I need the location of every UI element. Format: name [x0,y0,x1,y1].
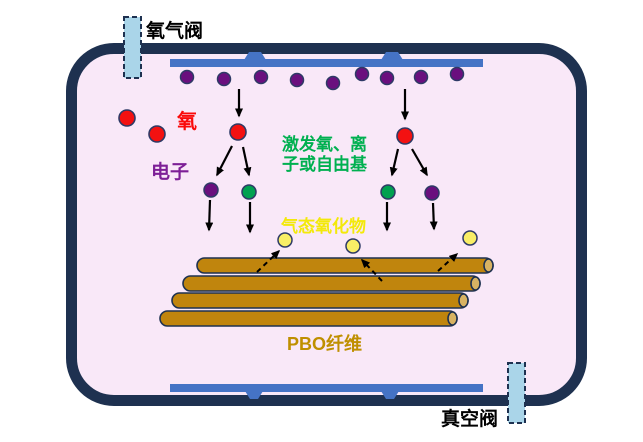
electron-dot [325,75,341,91]
oxygen-dot [118,109,136,127]
top-electrode [170,52,483,67]
top-electrode-support [381,52,403,60]
arrow-oxide-release [360,258,383,282]
oxygen-molecule-dots [118,109,414,145]
arrow-species-to-fiber [429,202,438,231]
bottom-electrode-bar [170,384,483,392]
oxygen-label: 氧 [177,111,197,133]
radical-dot [241,184,257,200]
process-arrows [205,89,438,234]
arrow-species-to-fiber [205,199,214,232]
electron-dot [253,69,269,85]
fiber-rod [159,310,458,327]
oxide-dot [345,238,361,254]
ion-dot [203,182,219,198]
electron-dot [216,71,232,87]
electron-dot [179,69,195,85]
arrow-oxygen-split [241,146,252,177]
fiber-rod [196,257,494,274]
electron-dot [354,66,370,82]
pbo-fiber-rods [159,257,494,327]
oxygen-dot [396,127,414,145]
oxygen-dot [148,125,166,143]
arrow-oxygen-split [216,145,233,177]
vacuum-valve [507,362,526,424]
excited-species-label-line1: 激发氧、离 [282,135,367,154]
oxide-emission-arrows [256,249,459,282]
ion-dot [424,185,440,201]
electron-dot [289,72,305,88]
gaseous-oxide-dots [277,230,478,254]
electron-dot [379,70,395,86]
excited-species-label: 激发氧、离 子或自由基 [282,135,367,175]
oxygen-dot [229,123,247,141]
oxygen-valve-label: 氧气阀 [146,21,204,42]
arrow-oxide-release [437,252,459,272]
vacuum-chamber [66,43,587,406]
top-electrode-bar [170,59,483,67]
oxide-dot [462,230,478,246]
top-electrode-support [244,52,266,60]
bottom-electrode-support [245,391,263,399]
pbo-fiber-label: PBO纤维 [287,334,363,354]
vacuum-valve-label: 真空阀 [441,409,499,430]
gaseous-oxide-label: 气态氧化物 [281,217,366,236]
radical-dot [380,184,396,200]
electron-label: 电子 [151,162,190,183]
excited-species-dots [203,182,440,201]
fiber-rod [171,292,469,309]
fiber-rod [182,275,481,292]
bottom-electrode [170,384,483,399]
arrow-oxygen-split [411,148,428,177]
bottom-electrode-support [381,391,399,399]
oxide-dot [277,232,293,248]
oxygen-valve [123,16,142,79]
electron-dot [413,69,429,85]
excited-species-label-line2: 子或自由基 [282,155,367,174]
electron-dots [179,66,465,91]
arrow-oxygen-split [389,148,400,177]
electron-dot [449,66,465,82]
